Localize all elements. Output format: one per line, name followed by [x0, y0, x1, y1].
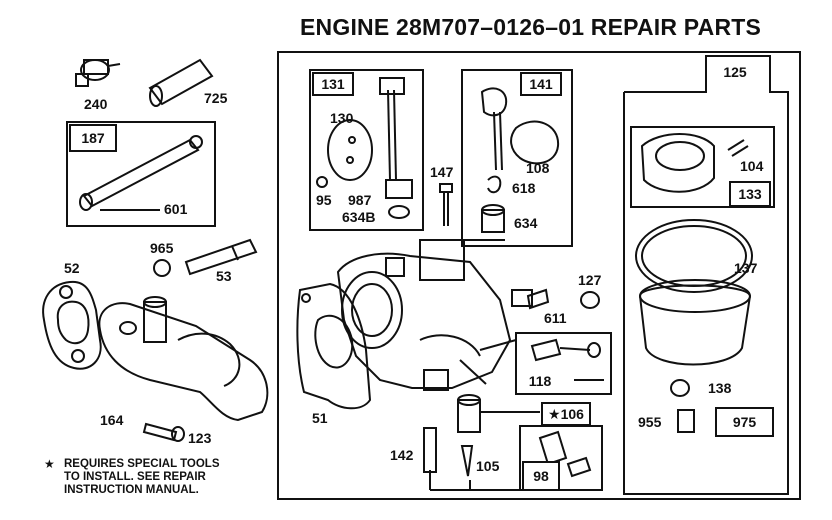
part-127-washer-drawing [580, 291, 600, 309]
kit-label-131: 131 [312, 72, 354, 96]
part-label-634b: 634B [342, 209, 376, 225]
part-725-drawing [148, 58, 214, 107]
kit-98-drawing [519, 425, 603, 491]
part-label-105: 105 [476, 458, 500, 474]
part-label-965: 965 [150, 240, 174, 256]
kit-125-contents-drawing [630, 126, 775, 437]
part-label-53: 53 [216, 268, 232, 284]
star-icon: ★ [44, 457, 55, 471]
kit-label-125: 125 [710, 60, 760, 84]
part-label-130: 130 [330, 110, 354, 126]
part-147-screw-drawing [439, 183, 453, 226]
kit-125-frame [623, 55, 789, 495]
kit-label-106: ★106 [541, 402, 591, 426]
part-label-123: 123 [188, 430, 212, 446]
part-label-95: 95 [316, 192, 332, 208]
part-123-screw-drawing [142, 422, 185, 442]
part-240-drawing [75, 59, 121, 87]
note-line-1: ★REQUIRES SPECIAL TOOLS [44, 457, 220, 471]
kit-label-133: 133 [732, 184, 768, 204]
kit-label-187: 187 [69, 124, 117, 152]
part-label-611: 611 [544, 310, 567, 326]
part-label-52: 52 [64, 260, 80, 276]
part-label-955: 955 [638, 414, 662, 430]
part-164-elbow-drawing [98, 296, 269, 422]
page-title: ENGINE 28M707–0126–01 REPAIR PARTS [300, 14, 762, 40]
kit-187-drawing [66, 121, 216, 227]
part-label-142: 142 [390, 447, 414, 463]
carburetor-body-drawing [336, 239, 512, 391]
kit-label-975: 975 [718, 410, 771, 434]
part-label-147: 147 [430, 164, 454, 180]
part-label-104: 104 [740, 158, 764, 174]
main-assembly-frame [277, 51, 801, 500]
part-label-164: 164 [100, 412, 124, 428]
part-142-105-drawing [423, 394, 481, 477]
part-label-108: 108 [526, 160, 550, 176]
kit-131-drawing [309, 69, 424, 231]
part-label-138: 138 [708, 380, 732, 396]
part-label-51: 51 [312, 410, 328, 426]
part-51-gasket-drawing [296, 282, 372, 410]
part-965-53-drawing [153, 238, 258, 277]
part-label-618: 618 [512, 180, 536, 196]
kit-label-98: 98 [522, 461, 560, 491]
special-tools-note: ★REQUIRES SPECIAL TOOLS TO INSTALL. SEE … [44, 458, 220, 497]
part-611-fitting-drawing [511, 288, 550, 310]
part-52-gasket-drawing [42, 280, 102, 370]
part-label-127: 127 [578, 272, 602, 288]
part-label-634: 634 [514, 215, 538, 231]
note-line-3: INSTRUCTION MANUAL. [64, 484, 199, 496]
note-line-2: TO INSTALL. SEE REPAIR [64, 471, 206, 483]
part-label-725: 725 [204, 90, 228, 106]
part-label-240: 240 [84, 96, 108, 112]
kit-141-drawing [461, 69, 573, 247]
part-label-601: 601 [164, 201, 188, 217]
kit-label-141: 141 [520, 72, 562, 96]
part-label-137: 137 [734, 260, 758, 276]
kit-118-drawing [515, 332, 612, 395]
part-label-987: 987 [348, 192, 372, 208]
kit-label-118: 118 [518, 370, 562, 392]
